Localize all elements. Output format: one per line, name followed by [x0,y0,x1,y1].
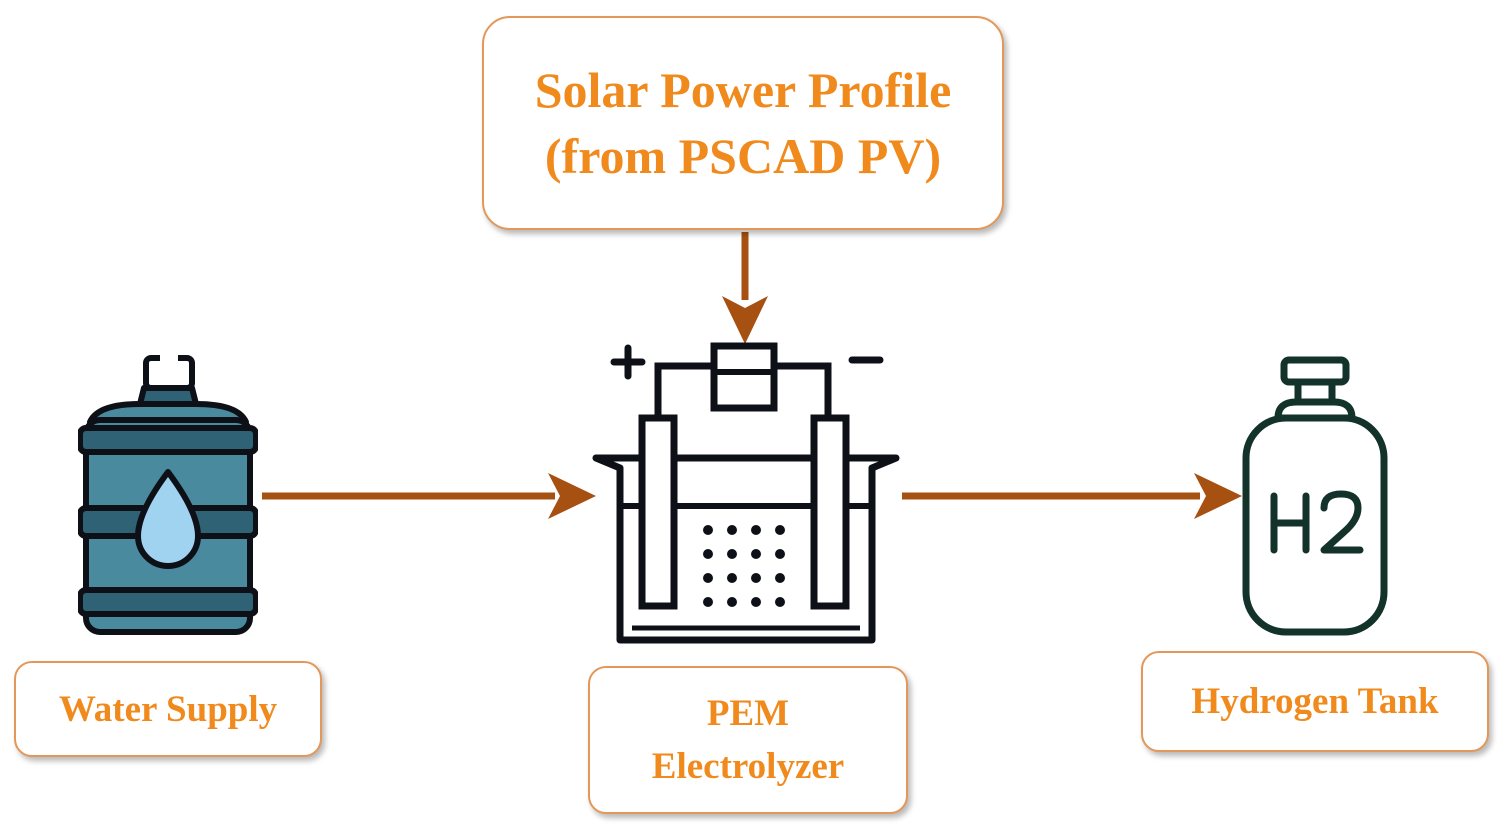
solar-box-line2: (from PSCAD PV) [544,128,942,184]
arrow-pem-to-tank [902,473,1242,519]
arrow-solar-to-pem [722,232,768,344]
hydrogen-tank-box: Hydrogen Tank [1141,651,1489,752]
water-supply-label: Water Supply [58,688,278,730]
bubbles-icon [703,525,785,607]
hydrogen-cylinder-icon [1242,356,1388,636]
water-supply-box: Water Supply [14,661,322,757]
solar-power-profile-box: Solar Power Profile (from PSCAD PV) [482,16,1004,230]
electrolyzer-icon [592,342,900,644]
pem-label-line2: Electrolyzer [651,746,845,787]
h2-label-icon [1270,490,1364,554]
plus-icon [610,344,646,380]
solar-box-line1: Solar Power Profile [534,62,952,118]
arrow-water-to-pem [262,473,596,519]
pem-label-line1: PEM [706,693,790,734]
hydrogen-tank-label: Hydrogen Tank [1191,681,1439,722]
pem-electrolyzer-box: PEM Electrolyzer [588,666,908,814]
water-jug-icon [78,352,258,635]
